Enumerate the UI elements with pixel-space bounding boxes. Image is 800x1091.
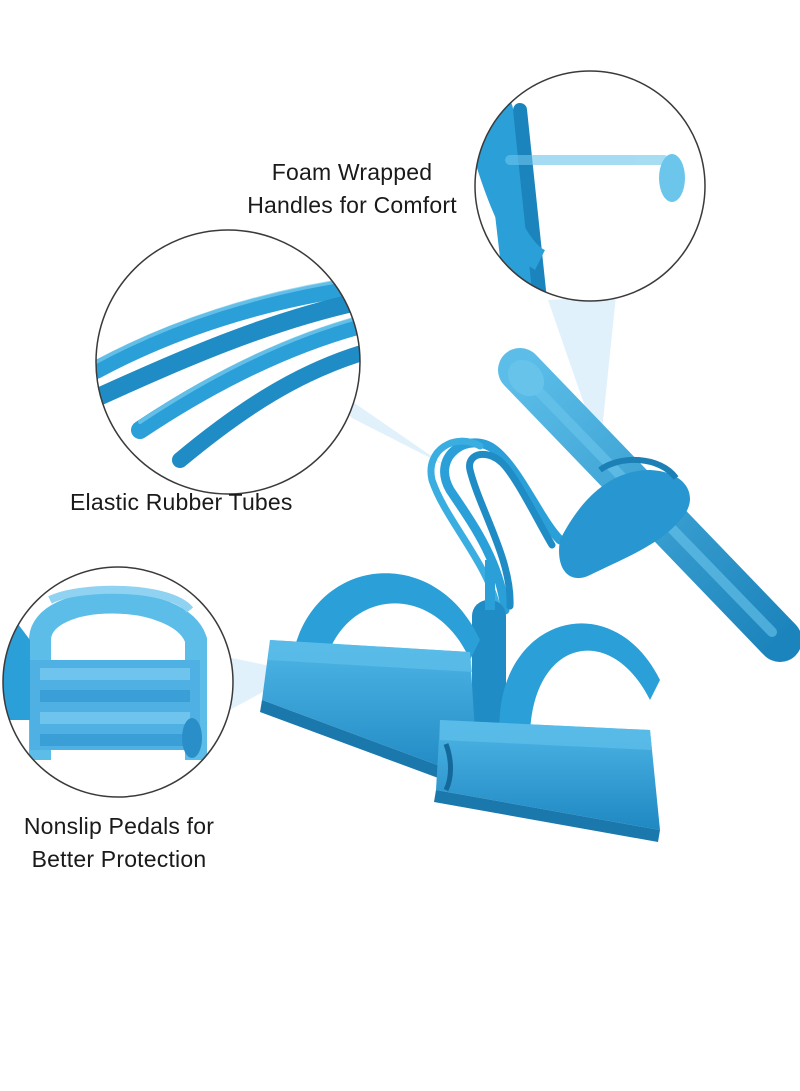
- tubes-label-line-1: Elastic Rubber Tubes: [70, 489, 293, 515]
- pedals-label-line-1: Nonslip Pedals for: [23, 813, 215, 839]
- foam-label-line-2: Handles for Comfort: [247, 192, 457, 218]
- foam-handle-closeup: [474, 70, 706, 302]
- foam-handles-label: Foam Wrapped Handles for Comfort: [222, 156, 482, 222]
- foam-label-line-1: Foam Wrapped: [271, 159, 433, 185]
- nonslip-pedals-label: Nonslip Pedals for Better Protection: [8, 810, 230, 876]
- elastic-tubes-closeup: [95, 229, 361, 495]
- left-pedal: [260, 573, 480, 792]
- right-pedal: [434, 623, 660, 842]
- handle-strap: [559, 470, 690, 579]
- pedals-label-line-2: Better Protection: [31, 846, 207, 872]
- pedal-resistance-band: [260, 348, 800, 842]
- foam-callout-pointer: [548, 296, 616, 450]
- pedal-closeup: [2, 566, 234, 798]
- rubber-tubes-label: Elastic Rubber Tubes: [70, 486, 293, 519]
- elastic-tube-loop: [440, 438, 565, 615]
- center-tube-sleeve: [472, 600, 506, 750]
